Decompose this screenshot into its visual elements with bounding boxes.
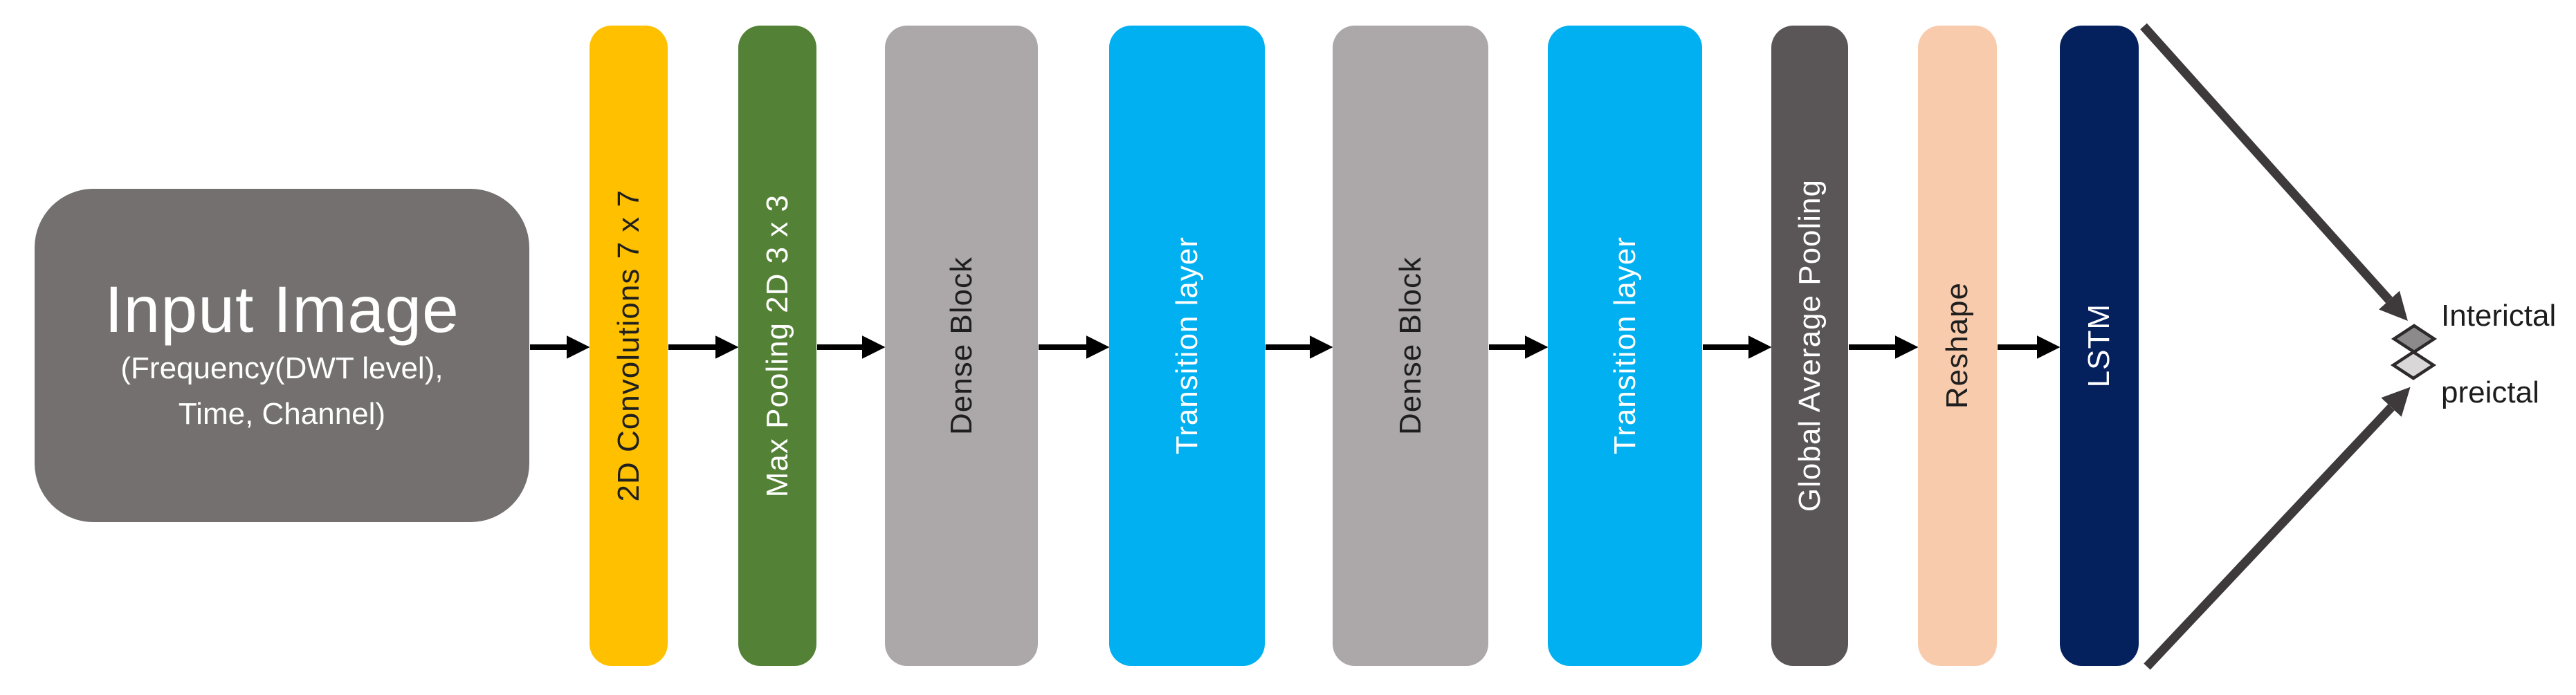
stage-label: Reshape <box>1940 282 1974 409</box>
stage-bar-transition-layer-2: Transition layer <box>1548 26 1702 666</box>
stage-bar-reshape: Reshape <box>1918 26 1997 666</box>
stage-label: Dense Block <box>1393 256 1427 435</box>
branch-arrow-to-preictal <box>2144 387 2411 670</box>
stage-label: Dense Block <box>944 256 978 435</box>
input-box: Input Image (Frequency(DWT level), Time,… <box>35 189 529 522</box>
input-box-subtitle-line1: (Frequency(DWT level), <box>120 351 444 386</box>
stage-label: 2D Convolutions 7 x 7 <box>611 189 646 502</box>
output-label-interictal: Interictal <box>2441 299 2557 333</box>
stage-label: Transition layer <box>1169 237 1204 455</box>
interictal-diamond-icon <box>2391 324 2438 354</box>
stage-label: LSTM <box>2082 304 2116 388</box>
input-box-subtitle-line2: Time, Channel) <box>178 397 386 432</box>
stage-bar-global-average-pooling: Global Average Pooling <box>1771 26 1848 666</box>
stage-bar-2d-convolutions: 2D Convolutions 7 x 7 <box>590 26 668 666</box>
stage-bar-max-pooling: Max Pooling 2D 3 x 3 <box>738 26 816 666</box>
input-box-title: Input Image <box>104 272 459 346</box>
preictal-diamond-icon <box>2390 350 2437 380</box>
stage-bar-dense-block-1: Dense Block <box>885 26 1038 666</box>
stage-label: Transition layer <box>1607 237 1642 455</box>
stage-bar-transition-layer-1: Transition layer <box>1109 26 1265 666</box>
branch-arrow-to-interictal <box>2140 23 2408 322</box>
stage-label: Global Average Pooling <box>1792 179 1827 512</box>
stage-label: Max Pooling 2D 3 x 3 <box>760 194 794 498</box>
stage-bar-lstm: LSTM <box>2060 26 2139 666</box>
stage-bar-dense-block-2: Dense Block <box>1333 26 1488 666</box>
output-label-preictal: preictal <box>2441 376 2539 409</box>
